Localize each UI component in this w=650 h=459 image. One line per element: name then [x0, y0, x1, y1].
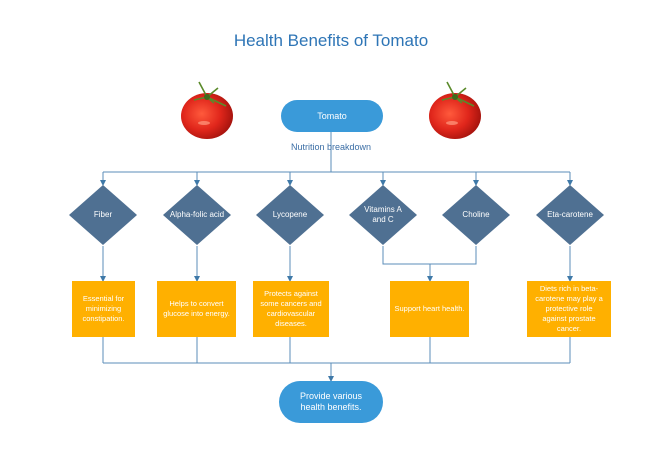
decision-vitamins[interactable]: [349, 185, 417, 245]
end-node-health-benefits[interactable]: Provide various health benefits.: [279, 381, 383, 423]
benefit-alpha-folic-acid[interactable]: Helps to convert glucose into energy.: [157, 281, 236, 337]
label-eta-carotene: Eta-carotene: [547, 210, 593, 219]
benefit-heart-health[interactable]: Support heart health.: [390, 281, 469, 337]
decision-lycopene[interactable]: [256, 185, 324, 245]
decision-fiber[interactable]: [69, 185, 137, 245]
benefit-eta-carotene[interactable]: Diets rich in beta-carotene may play a p…: [527, 281, 611, 337]
label-fiber: Fiber: [93, 210, 113, 219]
benefit-lycopene[interactable]: Protects against some cancers and cardio…: [253, 281, 329, 337]
connector-vitamins-choline-merge: [382, 246, 477, 265]
label-vitamins: Vitamins A and C: [364, 205, 402, 224]
decision-alpha-folic-acid[interactable]: [163, 185, 231, 245]
diagram-title: Health Benefits of Tomato: [233, 31, 429, 50]
decision-choline[interactable]: [442, 185, 510, 245]
tomato-image-right: [429, 81, 481, 139]
label-lycopene: Lycopene: [272, 210, 308, 219]
benefit-fiber[interactable]: Essential for minimizing constipation.: [72, 281, 135, 337]
label-alpha-folic-acid: Alpha-folic acid: [169, 210, 225, 219]
label-choline: Choline: [462, 210, 490, 219]
start-node-tomato[interactable]: Tomato: [281, 100, 383, 132]
edge-label-nutrition: Nutrition breakdown: [290, 142, 372, 152]
decision-eta-carotene[interactable]: [536, 185, 604, 245]
tomato-image-left: [181, 81, 233, 139]
